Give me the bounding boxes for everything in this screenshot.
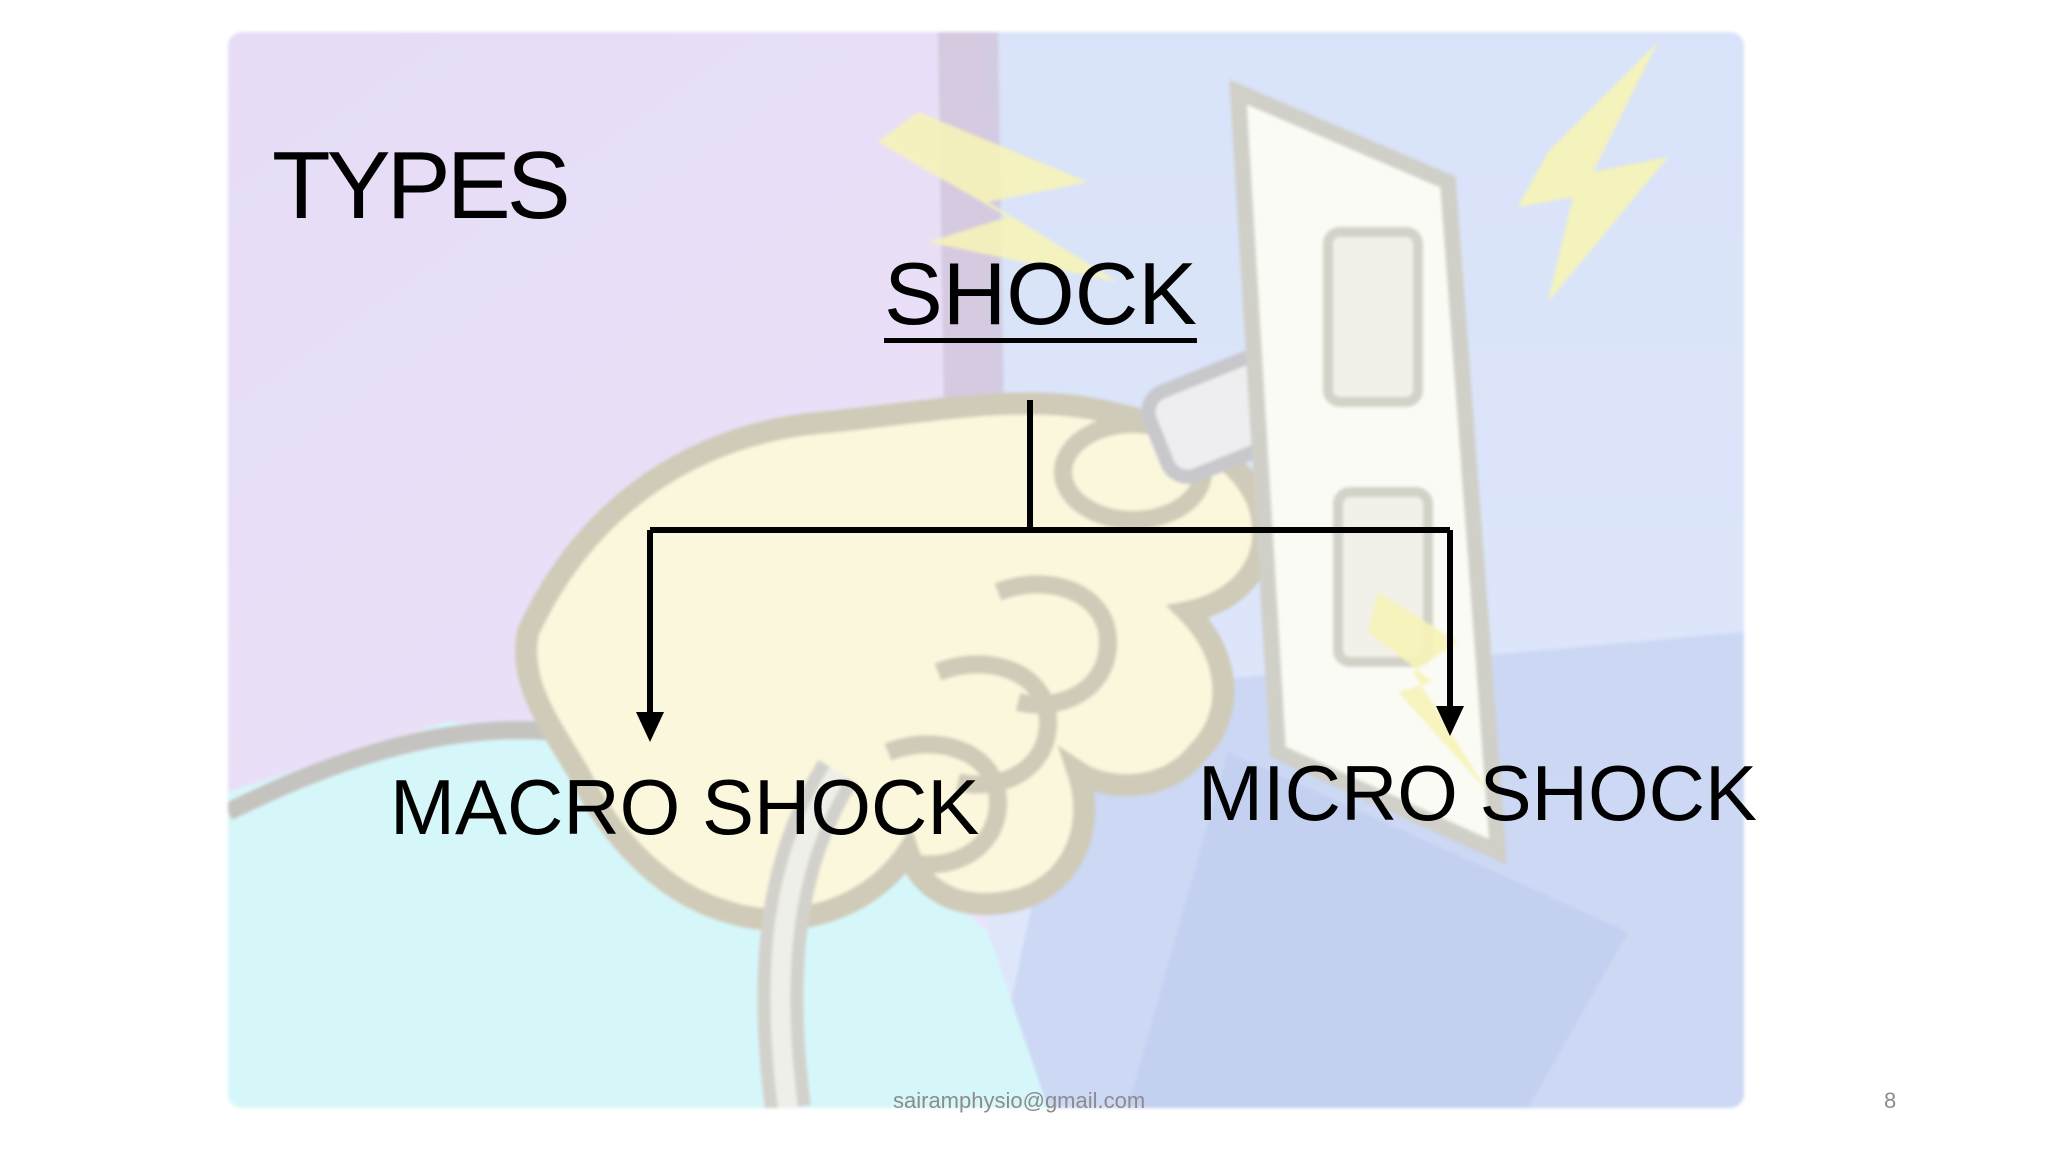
left-arrow-head: [636, 712, 664, 742]
slide-title: TYPES: [272, 138, 567, 234]
footer-email: sairamphysio@gmail.com: [893, 1090, 1145, 1112]
root-node-label: SHOCK: [884, 250, 1197, 338]
right-arrow-head: [1436, 706, 1464, 736]
slide-number: 8: [1884, 1090, 1896, 1112]
child-node-macro-shock: MACRO SHOCK: [390, 768, 979, 846]
child-node-micro-shock: MICRO SHOCK: [1198, 754, 1757, 832]
